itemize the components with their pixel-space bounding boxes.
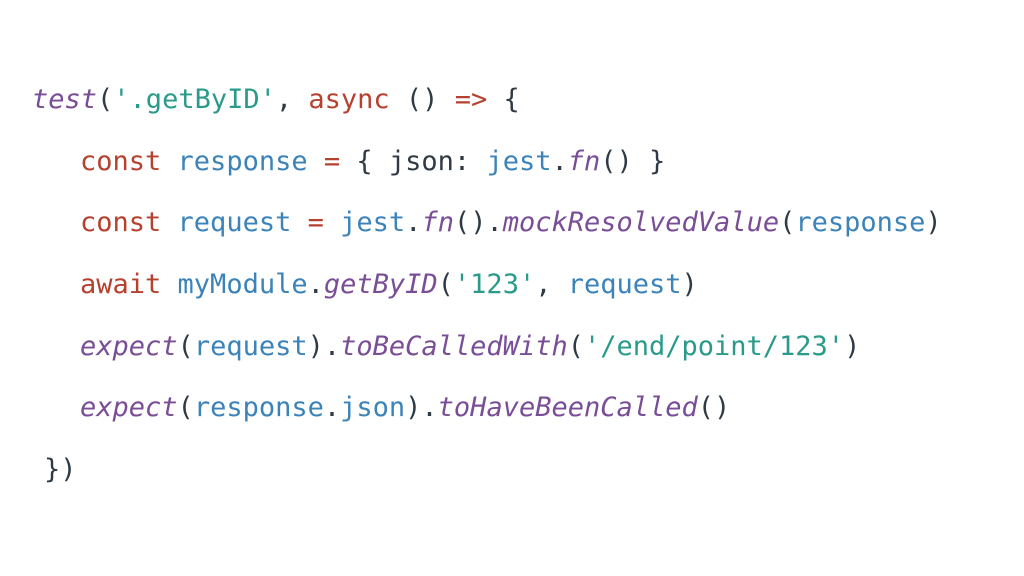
code-token-keyword: = — [323, 146, 341, 177]
code-line-2: const response = { json: jest.fn() } — [80, 144, 665, 180]
code-token-identifier: request — [567, 269, 682, 300]
code-token-keyword: = — [307, 207, 324, 238]
code-token-identifier: json — [340, 392, 406, 423]
code-token-function-call: fn — [421, 207, 454, 238]
code-token-punctuation: { — [487, 84, 520, 115]
code-token-function-call: toHaveBeenCalled — [437, 392, 698, 423]
code-token-function-call: expect — [80, 392, 178, 423]
code-token-punctuation: . — [551, 146, 568, 177]
code-token-identifier: myModule — [177, 269, 308, 300]
code-line-5: expect(request).toBeCalledWith('/end/poi… — [80, 329, 860, 365]
code-token-punctuation: ) — [925, 207, 942, 238]
code-line-4: await myModule.getByID('123', request) — [80, 267, 698, 303]
code-token-punctuation — [161, 146, 177, 177]
code-token-punctuation: ). — [405, 392, 438, 423]
code-token-punctuation: ( — [177, 331, 194, 362]
code-token-punctuation: ( — [437, 269, 454, 300]
code-token-keyword: await — [80, 269, 162, 300]
code-token-punctuation — [324, 207, 340, 238]
code-token-string: '.getByID' — [113, 84, 276, 115]
code-line-7: }) — [44, 452, 77, 488]
code-token-punctuation: , — [535, 269, 568, 300]
code-token-punctuation: (). — [453, 207, 503, 238]
code-token-punctuation — [308, 146, 324, 177]
code-token-function-call: fn — [567, 146, 601, 177]
code-token-function-call: mockResolvedValue — [502, 207, 780, 238]
code-token-punctuation: , — [275, 84, 309, 115]
code-token-identifier: response — [795, 207, 926, 238]
code-token-function-call: expect — [80, 331, 178, 362]
code-token-punctuation: ) — [844, 331, 861, 362]
code-line-3: const request = jest.fn().mockResolvedVa… — [80, 205, 942, 241]
code-token-string: '123' — [453, 269, 536, 300]
code-token-identifier: jest — [340, 207, 406, 238]
code-token-identifier: response — [193, 392, 324, 423]
code-token-identifier: response — [177, 146, 308, 177]
code-token-string: '/end/point/123' — [583, 331, 845, 362]
code-token-punctuation: . — [323, 392, 341, 423]
code-token-punctuation: . — [307, 269, 324, 300]
code-line-1: test('.getByID', async () => { — [32, 82, 520, 118]
code-token-punctuation: { json: — [340, 146, 487, 177]
code-token-punctuation: . — [405, 207, 422, 238]
code-token-punctuation: () } — [600, 146, 666, 177]
code-token-function-call: toBeCalledWith — [340, 331, 568, 362]
code-token-punctuation — [291, 207, 307, 238]
code-token-punctuation: ( — [779, 207, 796, 238]
code-token-punctuation: ) — [681, 269, 698, 300]
code-token-identifier: request — [193, 331, 308, 362]
code-token-keyword: const — [80, 146, 162, 177]
code-token-keyword: async — [308, 84, 390, 115]
code-token-punctuation: ( — [97, 84, 114, 115]
code-token-punctuation: () — [389, 84, 455, 115]
code-token-keyword: => — [454, 84, 488, 115]
code-token-punctuation: ( — [567, 331, 584, 362]
code-token-identifier: request — [177, 207, 292, 238]
code-token-punctuation — [161, 269, 177, 300]
code-token-function-call: test — [32, 84, 98, 115]
code-token-punctuation: ( — [177, 392, 194, 423]
code-token-punctuation: }) — [44, 454, 77, 485]
code-token-punctuation: ). — [307, 331, 341, 362]
code-token-punctuation: () — [697, 392, 731, 423]
code-token-identifier: jest — [486, 146, 552, 177]
code-token-keyword: const — [80, 207, 162, 238]
code-token-function-call: getByID — [323, 269, 438, 300]
code-token-punctuation — [161, 207, 177, 238]
code-line-6: expect(response.json).toHaveBeenCalled() — [80, 390, 730, 426]
